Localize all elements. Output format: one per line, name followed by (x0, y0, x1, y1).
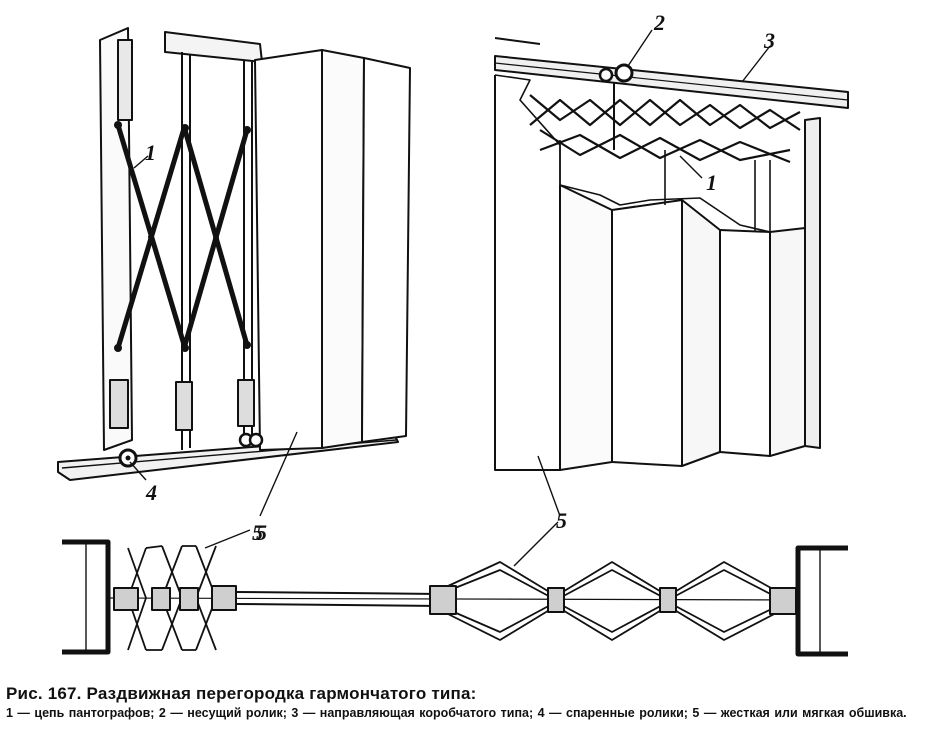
plan-view (62, 521, 848, 657)
plan-right-channel (795, 545, 848, 657)
left-pantograph-view (57, 27, 411, 517)
callout-carrier-roller: 2 (653, 10, 665, 35)
partition-figure: 1 4 5 (57, 10, 849, 657)
callout-cladding-left: 5 (256, 520, 267, 545)
panel-2 (321, 49, 365, 449)
plan-left-channel (62, 539, 111, 655)
caption-title: Рис. 167. Раздвижная перегородка гармонч… (6, 684, 477, 703)
hanger-chain (529, 94, 801, 164)
top-bar (164, 31, 263, 63)
plan-rollers-left (113, 585, 237, 611)
end-jamb (804, 117, 821, 449)
folded-panel-4 (681, 199, 721, 467)
figure-caption: Рис. 167. Раздвижная перегородка гармонч… (6, 684, 918, 721)
callout-guide-rail: 3 (763, 28, 775, 53)
callout-plan-cladding: 5 (252, 520, 263, 545)
folded-panel-6 (769, 227, 806, 457)
panel-1 (254, 49, 323, 451)
panel-3 (361, 57, 411, 443)
folded-panel-2 (559, 184, 613, 471)
callout-cladding-right: 5 (556, 508, 567, 533)
callout-chain-right: 1 (706, 170, 717, 195)
plan-extended-pack (439, 561, 783, 641)
callout-chain-left: 1 (145, 140, 156, 165)
folded-panel-3 (611, 199, 683, 467)
end-post (99, 27, 133, 451)
plan-rollers-right (429, 585, 797, 615)
carrier-roller-icon (614, 63, 634, 83)
callout-paired-rollers: 4 (145, 480, 157, 505)
caption-legend: 1 — цепь пантографов; 2 — несущий ролик;… (6, 706, 907, 720)
folded-panel-5 (719, 229, 771, 457)
right-folded-view (494, 29, 849, 517)
